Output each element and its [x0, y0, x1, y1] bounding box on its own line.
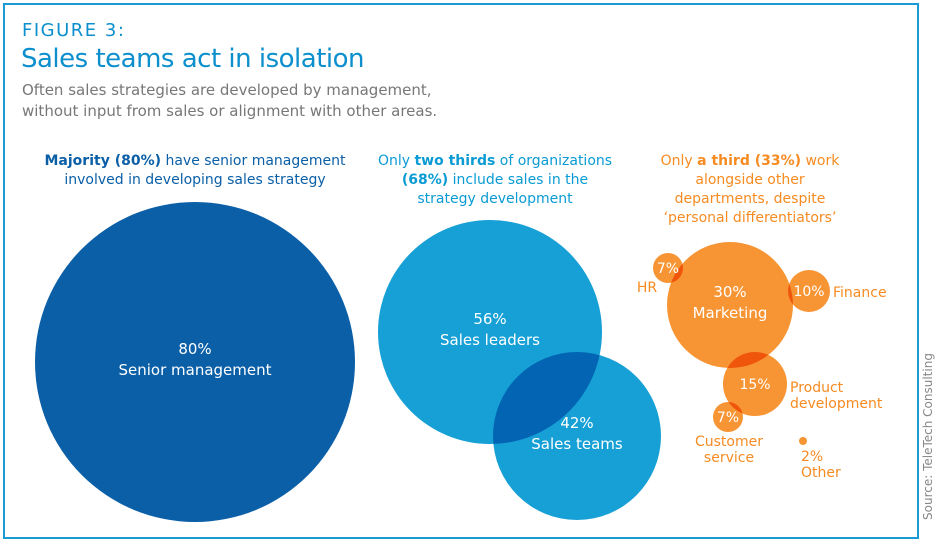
chart-subtitle: Often sales strategies are developed by …: [22, 80, 437, 122]
figure-number: FIGURE 3:: [22, 20, 126, 41]
value-label-sales-leaders: 56%: [473, 310, 506, 328]
value-label-hr: 7%: [657, 261, 679, 277]
category-label-customer-service: service: [704, 450, 754, 466]
caption-text: ‘personal differentiators’: [663, 210, 837, 226]
figure-frame: [3, 3, 919, 539]
bubble-sales-teams: [493, 352, 661, 520]
value-label-finance: 10%: [793, 284, 824, 300]
bubble-customer-service: [713, 402, 743, 432]
value-label-customer-service: 7%: [717, 410, 739, 426]
category-label-marketing: Marketing: [693, 304, 768, 322]
subtitle-line: Often sales strategies are developed by …: [22, 81, 432, 99]
value-label-marketing: 30%: [713, 283, 746, 301]
bubble-marketing: [667, 242, 793, 368]
category-label-senior-management: Senior management: [118, 361, 271, 379]
bubble-senior-management: [35, 202, 355, 522]
caption-sales: Only two thirds of organizations (68%) i…: [370, 152, 620, 209]
category-label-product-development: Product: [790, 380, 844, 396]
category-label-product-development: development: [790, 396, 883, 412]
caption-text: work: [801, 153, 840, 169]
category-label-customer-service: Customer: [695, 434, 763, 450]
bubble-finance: [788, 270, 830, 312]
caption-bold: a third (33%): [697, 153, 802, 169]
value-label-sales-teams: 42%: [560, 414, 593, 432]
chart-title: Sales teams act in isolation: [21, 44, 365, 74]
category-label-sales-teams: Sales teams: [531, 435, 623, 453]
caption-text: alongside other: [695, 172, 805, 188]
caption-text: include sales in the: [448, 172, 589, 188]
caption-text: strategy development: [417, 191, 573, 207]
value-label-product-development: 15%: [739, 377, 770, 393]
caption-text: have senior management: [161, 153, 346, 169]
bubble-hr: [653, 253, 683, 283]
category-label-sales-leaders: Sales leaders: [440, 331, 540, 349]
caption-senior: Majority (80%) have senior management in…: [40, 152, 350, 190]
caption-departments: Only a third (33%) work alongside other …: [650, 152, 850, 228]
caption-bold: (68%): [401, 172, 449, 188]
source-note: Source: TeleTech Consulting: [921, 353, 935, 520]
caption-text: involved in developing sales strategy: [64, 172, 326, 188]
caption-text: Only: [377, 153, 415, 169]
caption-text: of organizations: [495, 153, 613, 169]
caption-text: departments, despite: [674, 191, 826, 207]
category-label-hr: HR: [637, 280, 658, 296]
caption-bold: two thirds: [414, 153, 496, 169]
category-label-finance: Finance: [833, 285, 887, 301]
category-label-other: Other: [801, 465, 841, 481]
value-label-senior-management: 80%: [178, 340, 211, 358]
caption-bold: Majority (80%): [44, 153, 162, 169]
subtitle-line: without input from sales or alignment wi…: [22, 102, 438, 120]
bubble-other: [799, 437, 807, 445]
caption-text: Only: [660, 153, 698, 169]
value-label-other: 2%: [801, 449, 823, 465]
bubble-product-development: [723, 352, 787, 416]
